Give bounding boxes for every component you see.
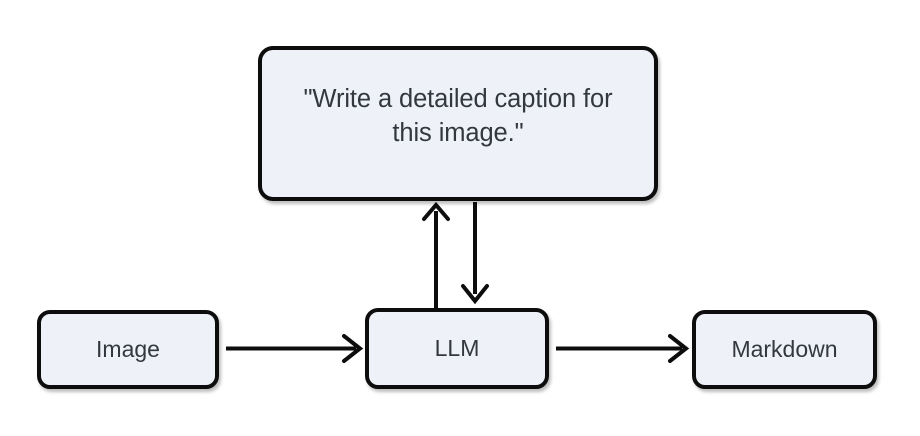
node-markdown-label: Markdown xyxy=(731,336,838,363)
node-llm-label: LLM xyxy=(434,335,480,362)
node-markdown[interactable]: Markdown xyxy=(692,310,877,389)
node-llm[interactable]: LLM xyxy=(365,308,549,389)
node-prompt[interactable]: "Write a detailed caption for this image… xyxy=(258,46,658,201)
node-image[interactable]: Image xyxy=(37,310,219,389)
edge-llm-to-markdown xyxy=(556,334,690,363)
node-image-label: Image xyxy=(96,336,160,363)
edge-prompt-to-llm xyxy=(461,202,489,305)
edge-image-to-llm xyxy=(226,334,364,363)
node-prompt-label: "Write a detailed caption for this image… xyxy=(303,85,613,147)
edge-llm-to-prompt xyxy=(422,201,450,308)
